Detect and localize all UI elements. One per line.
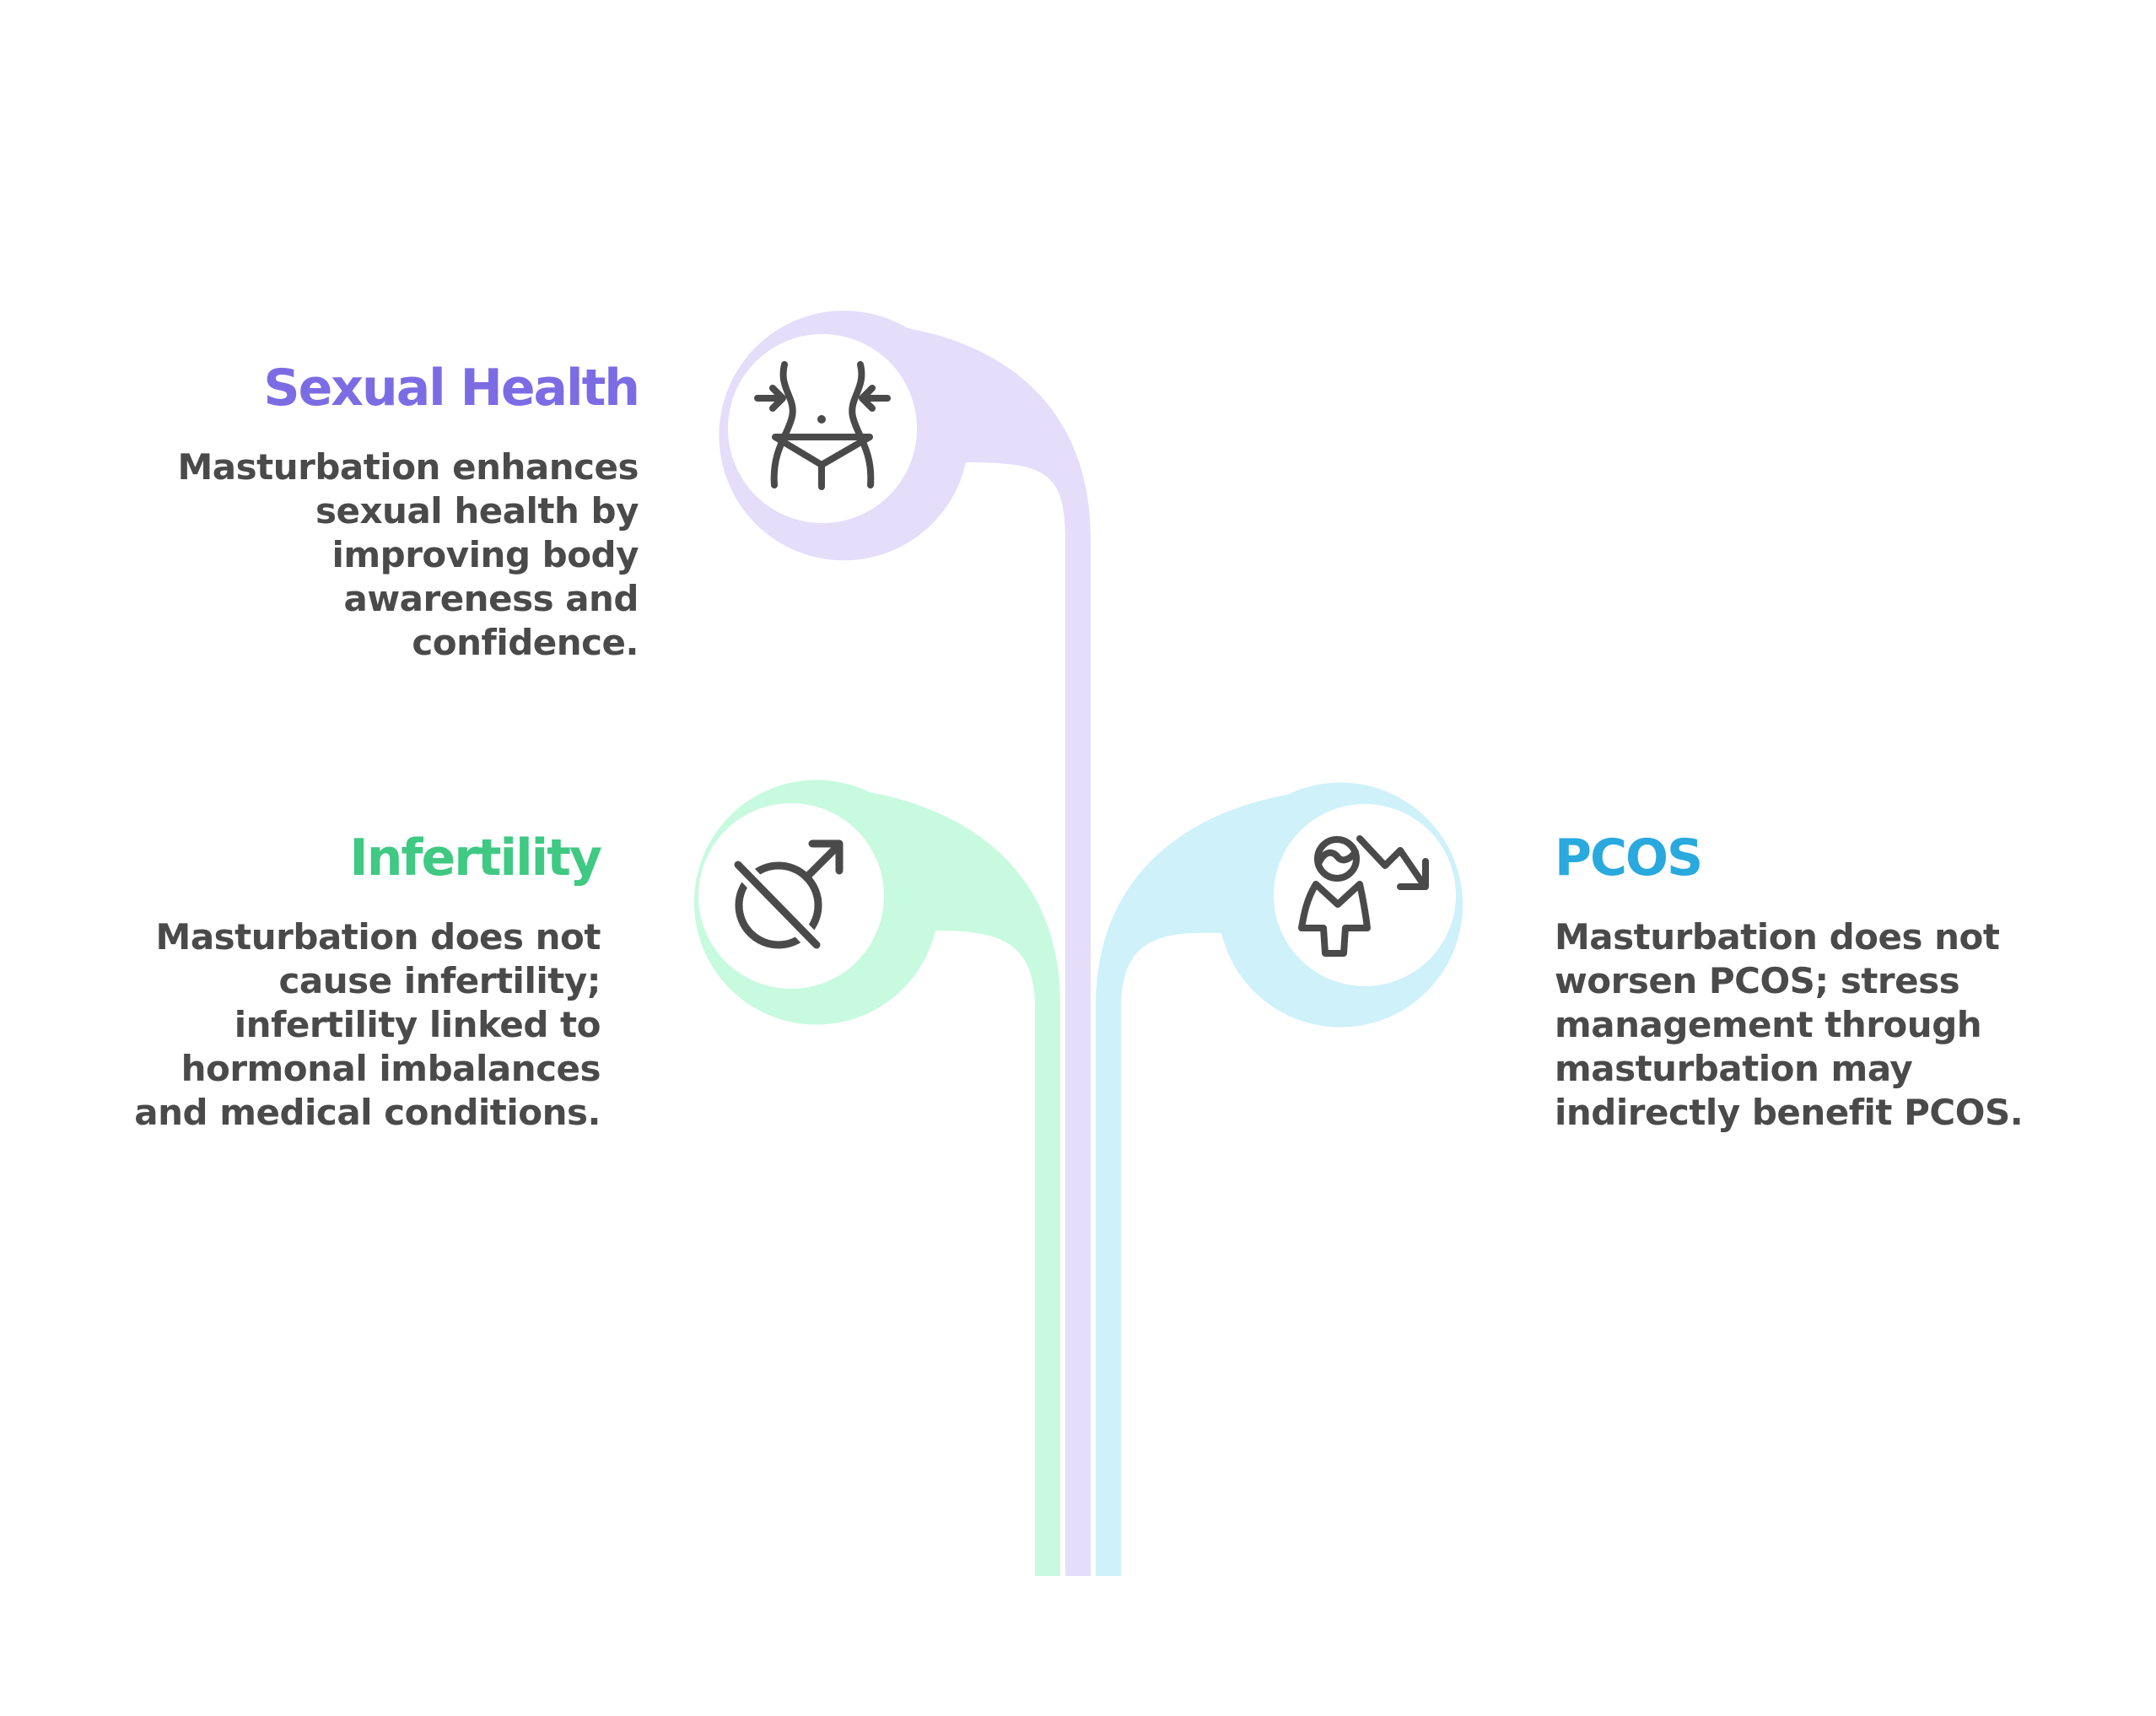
male-symbol-crossed-icon — [723, 839, 844, 961]
pcos-description: Masturbation does not worsen PCOS; stres… — [1555, 916, 2024, 1133]
woman-declining-arrow-icon — [1298, 835, 1429, 957]
section-pcos: PCOS Masturbation does not worsen PCOS; … — [1555, 828, 2027, 1135]
sexual-health-title: Sexual Health — [263, 359, 640, 418]
waist-measurement-icon — [754, 361, 891, 490]
section-sexual-health: Sexual Health Masturbation enhances sexu… — [132, 359, 641, 665]
pcos-title: PCOS — [1555, 828, 1703, 888]
sexual-health-icon-circle — [728, 334, 917, 523]
sexual-health-description: Masturbation enhances sexual health by i… — [177, 446, 639, 663]
infertility-icon-circle — [698, 803, 884, 989]
infertility-description: Masturbation does not cause infertility;… — [134, 916, 601, 1133]
infertility-title: Infertility — [349, 828, 602, 888]
section-infertility: Infertility Masturbation does not cause … — [94, 828, 602, 1135]
